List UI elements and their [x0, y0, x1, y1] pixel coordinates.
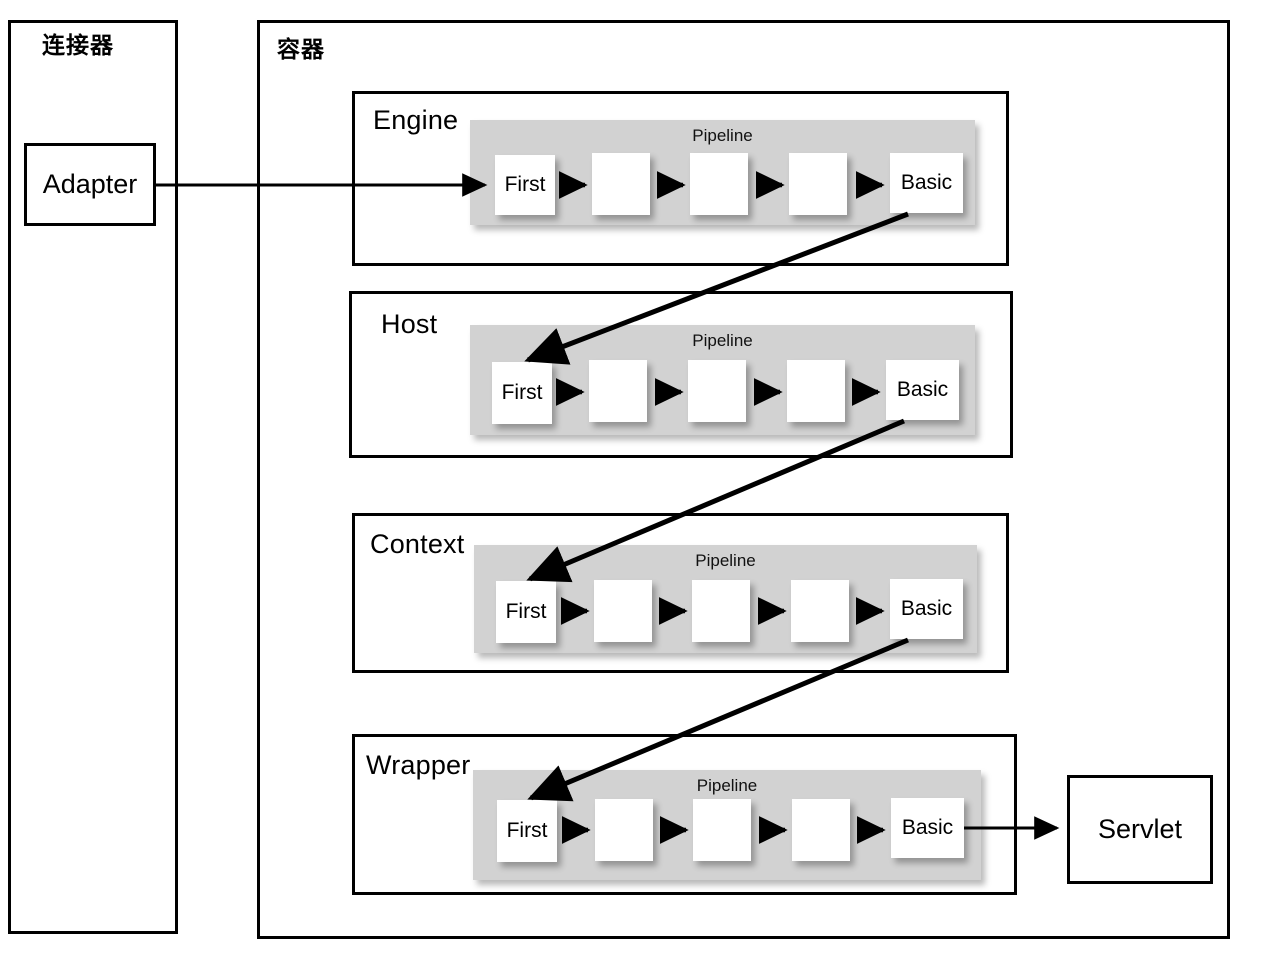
valve-wrapper-first[interactable]: First — [497, 800, 557, 862]
region-container — [257, 20, 1230, 939]
region-container-title: 容器 — [277, 36, 325, 62]
pipeline-wrapper-label: Pipeline — [696, 776, 758, 795]
servlet-label: Servlet — [1097, 814, 1183, 844]
valve-host-2[interactable] — [589, 360, 647, 422]
valve-context-2[interactable] — [594, 580, 652, 642]
valve-wrapper-basic[interactable]: Basic — [891, 798, 964, 858]
valve-label: Basic — [900, 171, 953, 194]
valve-host-3[interactable] — [688, 360, 746, 422]
valve-wrapper-3[interactable] — [693, 799, 751, 861]
region-connector — [8, 20, 178, 934]
level-host-title: Host — [381, 309, 438, 339]
level-context-title: Context — [370, 529, 465, 559]
valve-host-first[interactable]: First — [492, 362, 552, 424]
valve-label: First — [504, 173, 546, 196]
valve-engine-2[interactable] — [592, 153, 650, 215]
valve-context-basic[interactable]: Basic — [890, 579, 963, 639]
valve-engine-4[interactable] — [789, 153, 847, 215]
valve-label: Basic — [896, 378, 949, 401]
valve-label: First — [506, 819, 548, 842]
valve-engine-3[interactable] — [690, 153, 748, 215]
adapter-box[interactable]: Adapter — [24, 143, 156, 226]
valve-wrapper-4[interactable] — [792, 799, 850, 861]
valve-wrapper-2[interactable] — [595, 799, 653, 861]
servlet-box[interactable]: Servlet — [1067, 775, 1213, 884]
valve-context-first[interactable]: First — [496, 581, 556, 643]
pipeline-context-label: Pipeline — [695, 551, 756, 570]
level-wrapper-title: Wrapper — [366, 750, 471, 780]
pipeline-engine-label: Pipeline — [692, 126, 753, 145]
valve-engine-first[interactable]: First — [495, 155, 555, 215]
valve-context-3[interactable] — [692, 580, 750, 642]
level-engine-title: Engine — [373, 105, 459, 135]
region-connector-title: 连接器 — [42, 32, 114, 58]
valve-host-basic[interactable]: Basic — [886, 360, 959, 420]
pipeline-host-label: Pipeline — [692, 331, 753, 350]
valve-label: Basic — [901, 816, 954, 839]
valve-host-4[interactable] — [787, 360, 845, 422]
valve-label: Basic — [900, 597, 953, 620]
valve-engine-basic[interactable]: Basic — [890, 153, 963, 213]
adapter-label: Adapter — [42, 169, 138, 199]
valve-label: First — [505, 600, 547, 623]
valve-label: First — [501, 381, 543, 404]
valve-context-4[interactable] — [791, 580, 849, 642]
